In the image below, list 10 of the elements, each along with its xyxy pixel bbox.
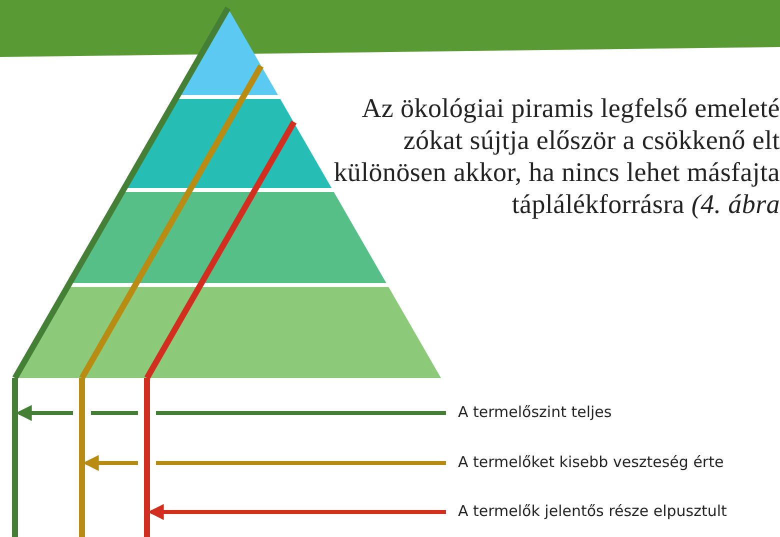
paragraph: Az ökológiai piramis legfelső emeleté zókat sújtja először a csökkenő elt különösen akkor, ha nincs lehet másfajta táplálékforrásra (4. ábra bbox=[332, 92, 780, 220]
colored-line bbox=[79, 378, 85, 537]
colored-line bbox=[144, 378, 150, 537]
arrow bbox=[148, 504, 446, 520]
arrow-label: A termelők jelentős része elpusztult bbox=[458, 502, 727, 520]
arrow bbox=[82, 455, 446, 471]
colored-line bbox=[12, 378, 18, 537]
arrow bbox=[16, 405, 446, 421]
arrow-label: A termelőszint teljes bbox=[458, 403, 612, 421]
arrow-label: A termelőket kisebb veszteség érte bbox=[458, 453, 724, 471]
